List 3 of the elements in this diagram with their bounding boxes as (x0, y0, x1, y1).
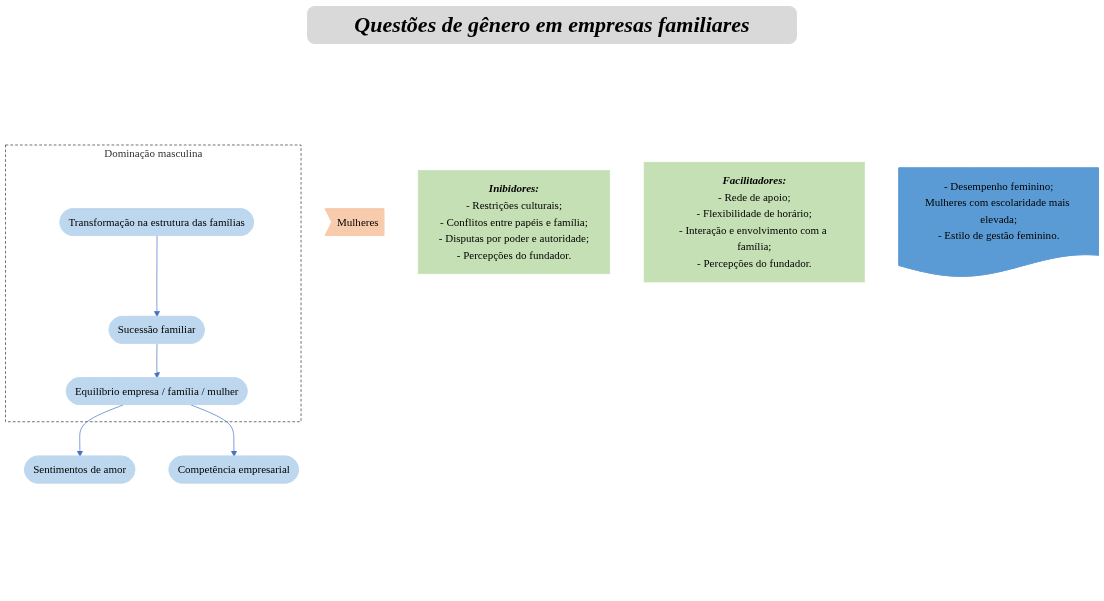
node-box: Facilitadores: - Rede de apoio; - Flexibilidade de horário; - Interação e envolvimento com a família; - Percepções do fundador. (643, 161, 865, 283)
diagram-title: Questões de gênero em empresas familiares (307, 6, 797, 44)
node-box: Inibidores: - Restrições culturais; - Conflitos entre papéis e família; - Disputas por poder e autoridade; - Percepções do fundador. (417, 170, 611, 275)
